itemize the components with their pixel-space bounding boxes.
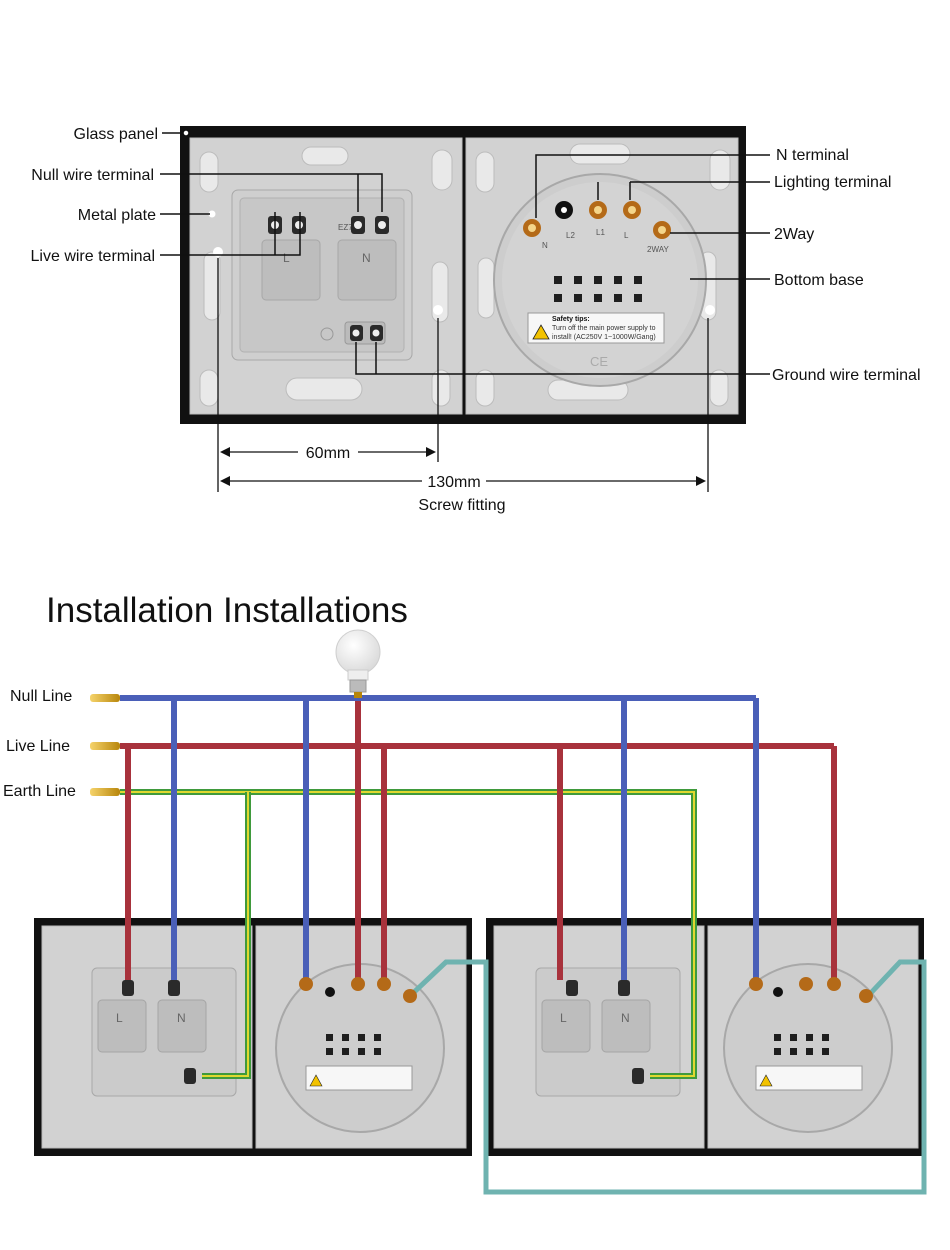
svg-text:L: L	[560, 1011, 567, 1025]
label-null-wire-terminal: Null wire terminal	[31, 167, 154, 184]
null-line-label: Null Line	[10, 688, 72, 705]
vent-slots	[554, 276, 642, 302]
switch-pin-labels: N L2 L1 L 2WAY	[542, 228, 669, 254]
socket-ground-terminal	[320, 321, 386, 345]
svg-text:N: N	[621, 1011, 630, 1025]
switch-2way-terminal	[653, 221, 671, 239]
switch-l1-terminal	[589, 201, 607, 219]
label-lighting-terminal: Lighting terminal	[774, 174, 891, 191]
dimension-60mm: 60mm	[306, 445, 350, 462]
frame-holes-right	[475, 143, 731, 407]
svg-text:install! (AC250V 1~1000W/Gang): install! (AC250V 1~1000W/Gang)	[552, 334, 656, 341]
install-assembly-left: L N	[34, 918, 472, 1156]
label-n-terminal: N terminal	[776, 147, 849, 164]
label-ground-wire-terminal: Ground wire terminal	[772, 367, 921, 384]
switch-l-terminal	[623, 201, 641, 219]
label-metal-plate: Metal plate	[78, 207, 156, 224]
callout-leaders	[160, 129, 770, 375]
socket-null-terminal	[351, 216, 389, 234]
switch-n-terminal	[523, 219, 541, 237]
svg-text:Turn off the main power supply: Turn off the main power supply to	[552, 325, 656, 332]
dimension-caption: Screw fitting	[418, 497, 505, 514]
svg-text:Safety tips:: Safety tips:	[552, 316, 590, 323]
live-wire	[120, 700, 837, 980]
svg-text:L: L	[624, 231, 629, 240]
label-live-wire-terminal: Live wire terminal	[31, 248, 155, 265]
svg-text:N: N	[177, 1011, 186, 1025]
wire-ends	[90, 694, 120, 796]
earth-line-label: Earth Line	[3, 783, 76, 800]
dimension-lines	[217, 258, 709, 492]
svg-text:L: L	[116, 1011, 123, 1025]
frame-holes-left	[199, 146, 453, 407]
safety-label: Safety tips: Turn off the main power sup…	[527, 312, 665, 344]
label-glass-panel: Glass panel	[74, 126, 159, 143]
socket-null-letter: N	[362, 251, 371, 265]
svg-text:2WAY: 2WAY	[647, 245, 669, 254]
installation-heading: Installation Installations	[46, 591, 408, 630]
lower-terminals	[122, 977, 873, 1084]
live-line-label: Live Line	[6, 738, 70, 755]
light-bulb-icon	[335, 629, 381, 698]
label-2way: 2Way	[774, 226, 814, 243]
traveler-wires	[408, 959, 927, 1195]
label-bottom-base: Bottom base	[774, 272, 864, 289]
switch-l2-terminal	[555, 201, 573, 219]
dimension-130mm: 130mm	[427, 474, 480, 491]
socket-live-letter: L	[283, 251, 290, 265]
svg-text:L2: L2	[566, 231, 575, 240]
svg-text:L1: L1	[596, 228, 605, 237]
socket-model-code: EZ712	[338, 223, 362, 232]
ce-mark: CE	[590, 354, 608, 369]
null-wire	[120, 695, 759, 980]
top-panel-assembly: L N EZ712	[180, 126, 746, 424]
svg-text:N: N	[542, 241, 548, 250]
earth-wire	[120, 789, 697, 1079]
install-assembly-right: L N	[486, 918, 924, 1156]
